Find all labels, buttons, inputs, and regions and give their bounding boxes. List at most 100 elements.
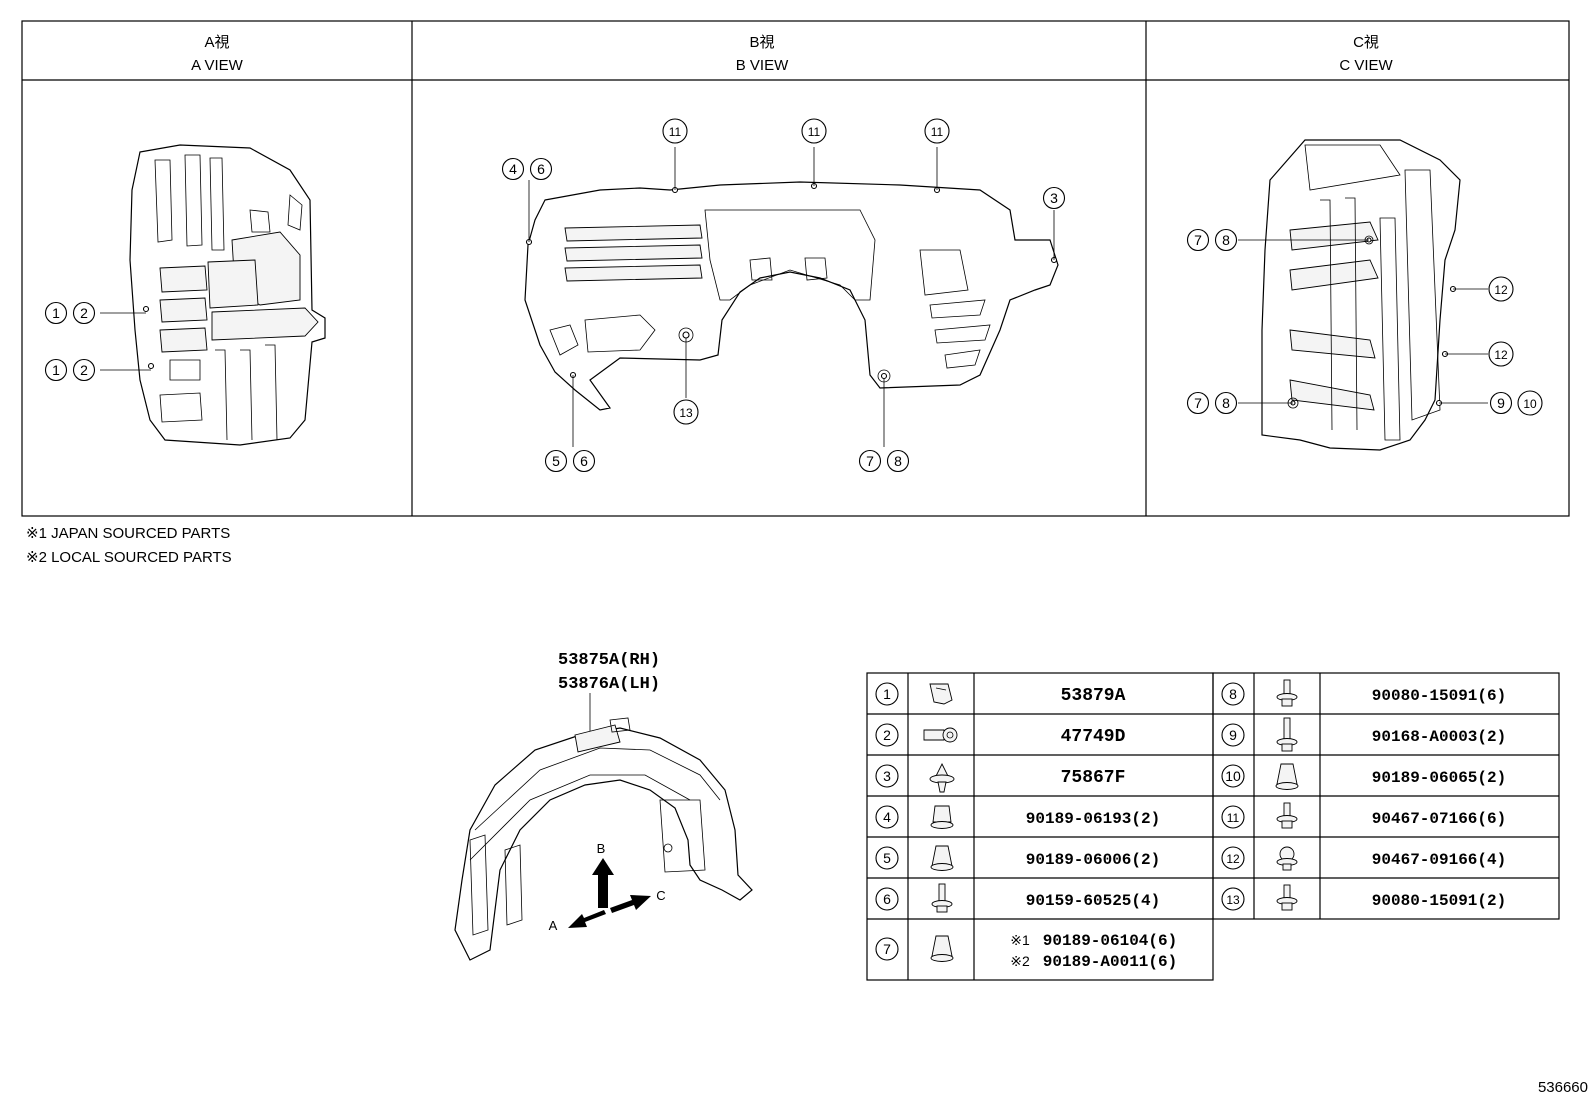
callout-b-6: 6 bbox=[529, 157, 553, 181]
table-row: 2 47749D bbox=[875, 723, 1126, 747]
svg-text:1: 1 bbox=[52, 305, 60, 321]
svg-text:75867F: 75867F bbox=[1061, 768, 1126, 788]
svg-text:10: 10 bbox=[1523, 397, 1537, 411]
cap-nut-icon bbox=[930, 935, 954, 962]
svg-text:47749D: 47749D bbox=[1061, 727, 1126, 747]
svg-text:12: 12 bbox=[1226, 852, 1240, 866]
svg-text:8: 8 bbox=[894, 453, 902, 469]
direction-arrow-c: C bbox=[610, 888, 666, 913]
table-row: 6 90159-60525(4) bbox=[875, 883, 1160, 913]
table-row: 5 90189-06006(2) bbox=[875, 845, 1160, 871]
screw-grommet-icon bbox=[1276, 679, 1298, 707]
screw-grommet-icon bbox=[1276, 802, 1298, 829]
svg-text:7: 7 bbox=[883, 941, 891, 957]
screw-icon bbox=[931, 883, 953, 913]
table-row: 10 90189-06065(2) bbox=[1221, 763, 1506, 790]
svg-text:1: 1 bbox=[883, 686, 891, 702]
svg-text:90467-07166(6): 90467-07166(6) bbox=[1372, 810, 1506, 828]
callout-b-11c: 11 bbox=[924, 118, 950, 144]
svg-text:90168-A0003(2): 90168-A0003(2) bbox=[1372, 728, 1506, 746]
view-c-liner-drawing bbox=[1261, 139, 1461, 451]
svg-text:13: 13 bbox=[1226, 893, 1240, 907]
direction-arrow-a: A bbox=[549, 910, 606, 933]
callout-c-12b: 12 bbox=[1488, 341, 1514, 367]
callout-c-7b: 7 bbox=[1186, 391, 1210, 415]
svg-text:11: 11 bbox=[931, 125, 944, 139]
view-b-title-en: B VIEW bbox=[736, 57, 789, 74]
svg-text:※2: ※2 bbox=[1010, 953, 1030, 969]
assembly-label-rh: 53875A(RH) bbox=[558, 651, 660, 670]
svg-text:90080-15091(2): 90080-15091(2) bbox=[1372, 892, 1506, 910]
svg-text:7: 7 bbox=[1194, 232, 1202, 248]
table-row: 11 90467-07166(6) bbox=[1221, 802, 1506, 829]
callout-c-9: 9 bbox=[1489, 391, 1513, 415]
callout-c-8b: 8 bbox=[1214, 391, 1238, 415]
view-c-title-en: C VIEW bbox=[1339, 57, 1393, 74]
svg-text:3: 3 bbox=[883, 768, 891, 784]
clip-nut-icon bbox=[930, 845, 954, 871]
push-rivet-icon bbox=[929, 762, 955, 793]
callout-b-4: 4 bbox=[501, 157, 525, 181]
callout-c-7a: 7 bbox=[1186, 228, 1210, 252]
svg-text:2: 2 bbox=[80, 305, 88, 321]
view-c-title-jp: C視 bbox=[1353, 34, 1379, 51]
svg-text:11: 11 bbox=[669, 125, 682, 139]
svg-text:2: 2 bbox=[80, 362, 88, 378]
svg-text:C: C bbox=[656, 888, 665, 903]
svg-text:※1: ※1 bbox=[1010, 932, 1030, 948]
svg-text:9: 9 bbox=[1497, 395, 1505, 411]
svg-text:B: B bbox=[597, 841, 606, 856]
nut-clip-icon bbox=[930, 805, 954, 829]
view-b-liner-drawing bbox=[524, 181, 1059, 411]
clip-icon bbox=[929, 683, 953, 705]
table-row: 7 ※1 90189-06104(6) ※2 90189-A0011(6) bbox=[875, 932, 1177, 971]
svg-text:90189-A0011(6): 90189-A0011(6) bbox=[1043, 953, 1177, 971]
svg-text:6: 6 bbox=[580, 453, 588, 469]
svg-text:7: 7 bbox=[1194, 395, 1202, 411]
callout-b-7: 7 bbox=[858, 449, 882, 473]
svg-text:7: 7 bbox=[866, 453, 874, 469]
callout-c-12a: 12 bbox=[1488, 276, 1514, 302]
callout-b-3: 3 bbox=[1042, 186, 1066, 210]
assembly-label-lh: 53876A(LH) bbox=[558, 675, 660, 694]
svg-text:13: 13 bbox=[679, 406, 693, 420]
view-b-title-jp: B視 bbox=[749, 34, 774, 51]
svg-text:90159-60525(4): 90159-60525(4) bbox=[1026, 892, 1160, 910]
table-row: 13 90080-15091(2) bbox=[1221, 884, 1506, 911]
svg-text:11: 11 bbox=[1227, 811, 1240, 825]
callout-a-2: 2 bbox=[72, 301, 96, 325]
svg-text:90189-06193(2): 90189-06193(2) bbox=[1026, 810, 1160, 828]
svg-text:11: 11 bbox=[808, 125, 821, 139]
callout-b-11a: 11 bbox=[662, 118, 688, 144]
svg-text:10: 10 bbox=[1225, 768, 1241, 784]
svg-text:90189-06006(2): 90189-06006(2) bbox=[1026, 851, 1160, 869]
svg-text:6: 6 bbox=[883, 891, 891, 907]
svg-text:90189-06104(6): 90189-06104(6) bbox=[1043, 932, 1177, 950]
callout-b-11b: 11 bbox=[801, 118, 827, 144]
note-local-sourced: ※2 LOCAL SOURCED PARTS bbox=[26, 549, 232, 566]
svg-text:8: 8 bbox=[1222, 395, 1230, 411]
svg-text:90189-06065(2): 90189-06065(2) bbox=[1372, 769, 1506, 787]
view-panels-frame bbox=[21, 20, 1570, 517]
table-row: 4 90189-06193(2) bbox=[875, 805, 1160, 829]
svg-text:12: 12 bbox=[1494, 283, 1508, 297]
svg-text:4: 4 bbox=[509, 161, 517, 177]
note-japan-sourced: ※1 JAPAN SOURCED PARTS bbox=[26, 525, 230, 542]
svg-text:9: 9 bbox=[1229, 727, 1237, 743]
long-screw-icon bbox=[1276, 717, 1298, 752]
table-row: 1 53879A bbox=[875, 682, 1126, 706]
svg-text:5: 5 bbox=[552, 453, 560, 469]
svg-text:3: 3 bbox=[1050, 190, 1058, 206]
svg-text:2: 2 bbox=[883, 727, 891, 743]
svg-text:8: 8 bbox=[1222, 232, 1230, 248]
callout-b-13: 13 bbox=[673, 399, 699, 425]
clip-icon bbox=[1276, 846, 1298, 871]
grommet-icon bbox=[923, 727, 958, 743]
view-a-title-jp: A視 bbox=[204, 34, 229, 51]
svg-text:53879A: 53879A bbox=[1061, 686, 1126, 706]
table-row: 9 90168-A0003(2) bbox=[1221, 717, 1506, 752]
svg-text:90080-15091(6): 90080-15091(6) bbox=[1372, 687, 1506, 705]
table-row: 8 90080-15091(6) bbox=[1221, 679, 1506, 707]
table-row: 3 75867F bbox=[875, 762, 1126, 793]
view-a-liner-drawing bbox=[129, 144, 326, 446]
